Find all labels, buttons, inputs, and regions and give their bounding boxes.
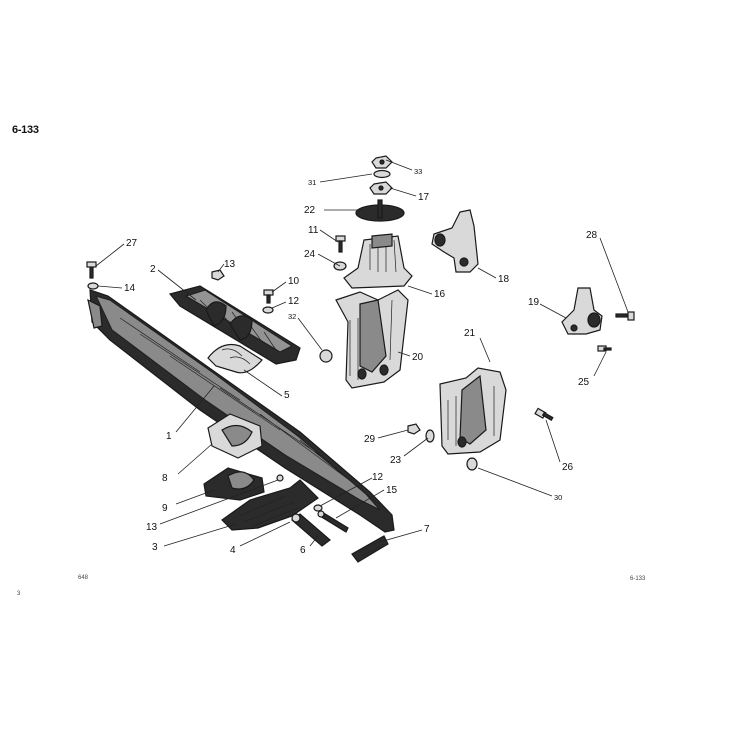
callout-21: 21 xyxy=(464,328,476,339)
bolt-26 xyxy=(534,407,554,422)
washer-30 xyxy=(466,457,478,471)
callout-2: 2 xyxy=(150,264,156,275)
callout-20: 20 xyxy=(412,352,424,363)
page-number: 6-133 xyxy=(12,124,39,136)
engine-bracket-20 xyxy=(335,289,409,389)
callout-1: 1 xyxy=(166,431,172,442)
callout-10: 10 xyxy=(288,276,300,287)
callout-25: 25 xyxy=(578,377,590,388)
callout-4: 4 xyxy=(230,545,236,556)
callout-7: 7 xyxy=(424,524,430,535)
callout-29: 29 xyxy=(364,434,376,445)
callout-labels: 27 14 2 13 10 12 32 5 1 8 9 13 3 4 6 7 1… xyxy=(124,167,598,556)
clamp-plate xyxy=(203,467,265,501)
callout-22: 22 xyxy=(304,205,316,216)
bolt-10 xyxy=(263,289,274,304)
callout-30: 30 xyxy=(554,493,562,502)
callout-8: 8 xyxy=(162,473,168,484)
clamp-half-upper xyxy=(207,343,263,374)
callout-5: 5 xyxy=(284,390,290,401)
callout-13-upper: 13 xyxy=(224,259,236,270)
callout-14: 14 xyxy=(124,283,136,294)
callout-12-lower: 12 xyxy=(372,472,384,483)
footer-code-left: 648 xyxy=(78,575,89,581)
spring-clip xyxy=(351,535,389,563)
washer-12-lower xyxy=(313,504,323,512)
lower-slider-plate xyxy=(221,479,319,531)
callout-32: 32 xyxy=(288,312,296,321)
nut-13-upper xyxy=(211,269,225,281)
callout-11: 11 xyxy=(308,225,319,236)
callout-16: 16 xyxy=(434,289,446,300)
bolt-28 xyxy=(615,311,635,321)
callout-33: 33 xyxy=(414,167,422,176)
engine-bracket-21 xyxy=(439,367,507,455)
footer-code-right: 6-133 xyxy=(630,576,646,582)
callout-27: 27 xyxy=(126,238,138,249)
callout-26: 26 xyxy=(562,462,574,473)
callout-13-lower: 13 xyxy=(146,522,158,533)
callout-28: 28 xyxy=(586,230,598,241)
nut-13-lower xyxy=(276,474,284,482)
nut-17 xyxy=(369,181,393,195)
washer-32 xyxy=(319,349,333,363)
bolt-27 xyxy=(86,261,97,279)
pin-bushing xyxy=(291,513,331,547)
washer-12-upper xyxy=(262,306,274,314)
clamp-pad xyxy=(207,413,263,459)
margin-mark: 3 xyxy=(17,591,21,597)
callout-12-upper: 12 xyxy=(288,296,300,307)
washer-23 xyxy=(425,429,435,443)
crossmember-beam xyxy=(87,289,395,533)
callout-31: 31 xyxy=(308,178,316,187)
washer-14 xyxy=(87,282,99,290)
rubber-mount xyxy=(343,199,413,289)
callout-15: 15 xyxy=(386,485,398,496)
callout-23: 23 xyxy=(390,455,402,466)
nut-33 xyxy=(371,155,393,169)
callout-24: 24 xyxy=(304,249,316,260)
small-bracket-19 xyxy=(561,287,603,335)
leader-lines xyxy=(95,159,629,547)
bolt-11 xyxy=(335,235,346,253)
bolt-15 xyxy=(317,510,349,533)
nut-29 xyxy=(407,423,421,435)
small-bracket-18 xyxy=(431,209,479,273)
bolt-25 xyxy=(597,345,612,352)
washer-31 xyxy=(373,169,391,179)
callout-3: 3 xyxy=(152,542,158,553)
callout-9: 9 xyxy=(162,503,168,514)
callout-6: 6 xyxy=(300,545,306,556)
callout-17: 17 xyxy=(418,192,430,203)
callout-18: 18 xyxy=(498,274,510,285)
upper-channel-bracket xyxy=(168,285,301,365)
callout-19: 19 xyxy=(528,297,540,308)
